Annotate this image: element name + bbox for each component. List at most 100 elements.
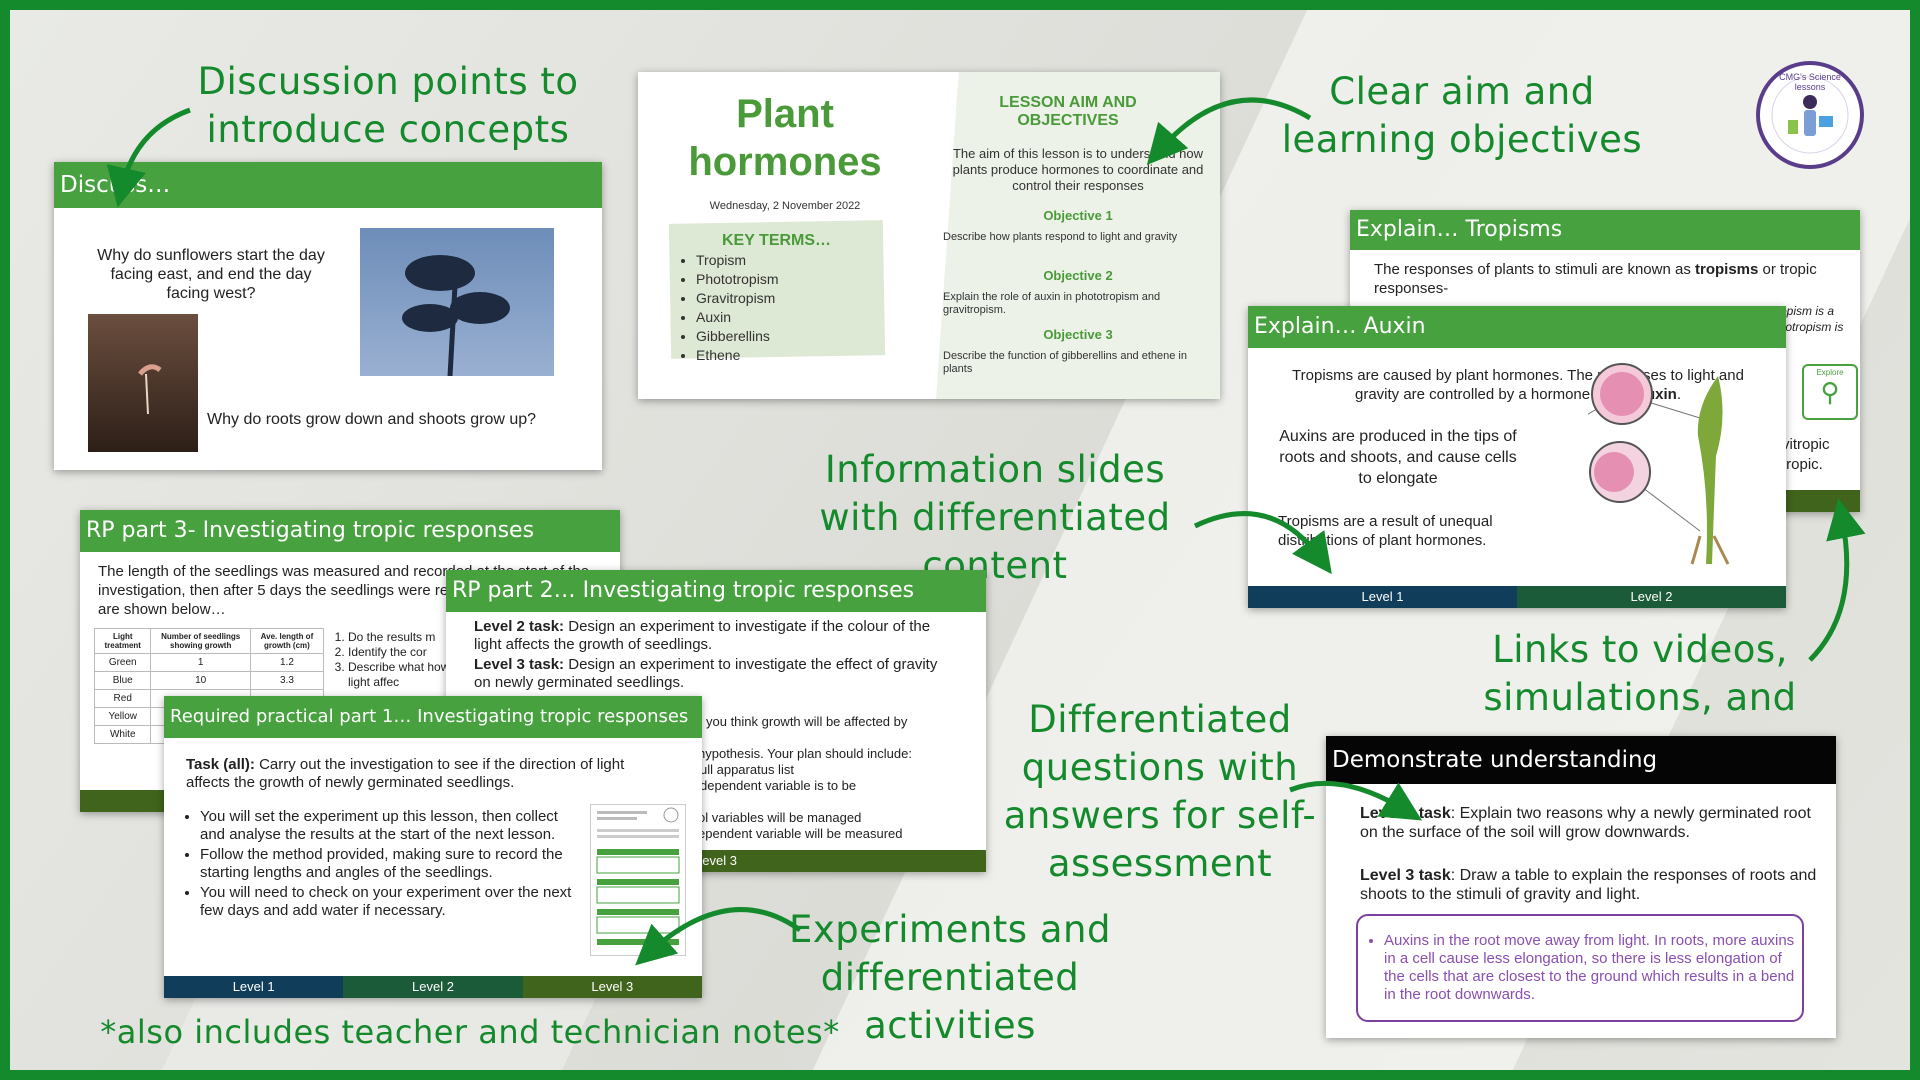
table-cell: 10 [150, 671, 251, 690]
slide-title: Required practical part 1… Investigating… [164, 696, 702, 738]
answer-box: Auxins in the root move away from light.… [1356, 914, 1804, 1022]
table-cell: 1.2 [249, 653, 325, 672]
rp2-level3-task: Level 3 task: Design an experiment to in… [474, 656, 954, 692]
rp3-steps: Do the results m Identify the cor Descri… [330, 630, 468, 690]
rp3-step: Do the results m [348, 630, 468, 645]
key-term: Phototropism [696, 271, 778, 288]
rp2-fragment: ull apparatus list [700, 762, 794, 777]
objective-1-text: Describe how plants respond to light and… [943, 231, 1178, 243]
level-1-label: Level 1 [1248, 586, 1517, 608]
tropisms-side-text: opism is a [1780, 304, 1835, 318]
answer-text: Auxins in the root move away from light.… [1384, 932, 1804, 1004]
key-term: Gravitropism [696, 290, 778, 307]
callout-footnote: *also includes teacher and technician no… [100, 1013, 840, 1051]
callout-aim: Clear aim and learning objectives [1281, 70, 1643, 161]
level-3-task-label: Level 3 task [1360, 867, 1451, 884]
tropisms-side-text: liotropism is [1780, 320, 1844, 334]
table-cell: Red [93, 689, 152, 708]
key-term: Ethene [696, 347, 778, 364]
rp1-bullet: You will set the experiment up this less… [200, 808, 580, 844]
auxin-slide: Explain… Auxin Tropisms are caused by pl… [1248, 306, 1786, 608]
rp3-step: Identify the cor [348, 645, 468, 660]
task-label: Task (all): [186, 756, 255, 773]
explore-label: Explore [1816, 368, 1844, 377]
objective-3-label: Objective 3 [1043, 327, 1113, 342]
logo-text: CMG's Science lessons [1779, 72, 1841, 92]
table-cell: Green [93, 653, 152, 672]
rp2-fragment: ol variables will be managed [698, 810, 862, 825]
level-3-task-text: Design an experiment to investigate the … [474, 656, 938, 691]
tropisms-side-text: vitropic [1782, 436, 1830, 453]
level-3-task-text: : Draw a table to explain the responses … [1360, 867, 1817, 903]
explore-link[interactable]: Explore ⚲ [1802, 364, 1858, 420]
level-bar: Level 1 Level 2 Level 3 [164, 976, 702, 998]
rp1-task: Task (all): Carry out the investigation … [186, 756, 666, 792]
level-2-label: Level 2 [1517, 586, 1786, 608]
discuss-question-roots: Why do roots grow down and shoots grow u… [207, 411, 537, 428]
level-bar: Level 1 Level 2 [1248, 586, 1786, 608]
objective-3-text: Describe the function of gibberellins an… [943, 350, 1187, 375]
slide-title: Demonstrate understanding [1326, 736, 1836, 784]
method-sheet-thumbnail [590, 804, 686, 956]
callout-discussion: Discussion points to introduce concepts [197, 60, 579, 151]
level-3-task-label: Level 3 task: [474, 656, 565, 673]
tropisms-term: tropisms [1695, 261, 1759, 278]
table-cell: 1 [150, 653, 251, 672]
callout-questions: Differentiated questions with answers fo… [1003, 698, 1317, 885]
demo-level2-task: Level 2 task: Explain two reasons why a … [1360, 804, 1820, 842]
lesson-date: Wednesday, 2 November 2022 [709, 200, 861, 212]
answer-list: Auxins in the root move away from light.… [1366, 932, 1804, 1006]
discuss-question-sunflowers: Why do sunflowers start the day facing e… [97, 247, 325, 302]
level-2-task-label: Level 2 task: [474, 618, 565, 635]
level-3-label: Level 3 [522, 976, 702, 998]
demonstrate-slide: Demonstrate understanding Level 2 task: … [1326, 736, 1836, 1038]
tropisms-text-start: The responses of plants to stimuli are k… [1374, 261, 1695, 278]
objective-2-text: Explain the role of auxin in phototropis… [943, 291, 1161, 316]
auxin-distribution-text: Tropisms are a result of unequal distrib… [1278, 513, 1493, 549]
column-header: Ave. length of growth (cm) [249, 628, 325, 654]
slide-title: Explain… Tropisms [1350, 210, 1860, 250]
rp1-bullets: You will set the experiment up this less… [182, 808, 580, 922]
rp1-bullet: You will need to check on your experimen… [200, 884, 580, 920]
rp2-level2-task: Level 2 task: Design an experiment to in… [474, 618, 954, 654]
key-terms-heading: KEY TERMS… [722, 232, 832, 249]
level-2-task-text: : Explain two reasons why a newly germin… [1360, 805, 1811, 841]
level-1-label: Level 1 [164, 976, 344, 998]
objective-1-label: Objective 1 [1043, 208, 1113, 223]
slide-title: RP part 2… Investigating tropic response… [446, 570, 986, 612]
tropisms-text: The responses of plants to stimuli are k… [1374, 260, 1844, 298]
table-cell: Blue [93, 671, 152, 690]
demo-level3-task: Level 3 task: Draw a table to explain th… [1360, 866, 1820, 904]
task-text: Carry out the investigation to see if th… [186, 756, 625, 791]
sunflower-photo [360, 228, 554, 377]
rp2-fragment: ependent variable will be measured [698, 826, 903, 841]
rp2-fragment: dependent variable is to be [700, 778, 857, 793]
rp1-slide: Required practical part 1… Investigating… [164, 696, 702, 998]
callout-links: Links to videos, simulations, and more [1483, 628, 1797, 767]
globe-search-icon: ⚲ [1820, 377, 1840, 407]
table-cell: White [93, 725, 152, 744]
rp2-fragment: hypothesis. Your plan should include: [698, 746, 912, 761]
key-terms-list: Tropism Phototropism Gravitropism Auxin … [678, 252, 778, 366]
auxin-production-text: Auxins are produced in the tips of roots… [1279, 428, 1517, 487]
title-line1: Plant [736, 92, 834, 136]
key-term: Auxin [696, 309, 778, 326]
column-header: Number of seedlings showing growth [150, 628, 251, 654]
key-term: Tropism [696, 252, 778, 269]
slide-title: Discuss… [54, 162, 602, 208]
title-slide: Plant hormones Wednesday, 2 November 202… [638, 72, 1220, 399]
table-cell: Yellow [93, 707, 152, 726]
level-2-task-text: Design an experiment to investigate if t… [474, 618, 931, 653]
tropisms-side-text: tropic. [1782, 456, 1823, 473]
aim-text: The aim of this lesson is to understand … [952, 146, 1204, 193]
rp1-bullet: Follow the method provided, making sure … [200, 846, 580, 882]
level-2-task-label: Level 2 task [1360, 805, 1451, 822]
table-header-row: Light treatment Number of seedlings show… [93, 628, 325, 654]
callout-info: Information slides with differentiated c… [819, 448, 1171, 587]
plant-cells-diagram [1567, 356, 1778, 566]
callout-experiments: Experiments and differentiated activitie… [789, 908, 1111, 1047]
level-2-label: Level 2 [343, 976, 523, 998]
key-term: Gibberellins [696, 328, 778, 345]
logo: CMG's Science lessons [1755, 60, 1865, 170]
